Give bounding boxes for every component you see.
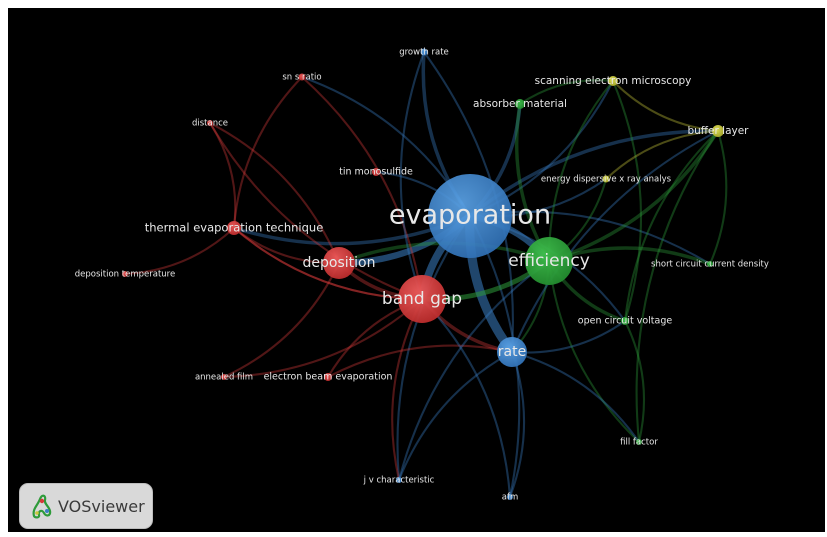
edge-band_gap-annealed_film	[223, 298, 423, 379]
label-short-circuit[interactable]: short circuit current density	[651, 260, 769, 270]
edge-thermal_evaporation_technique-deposition_temperature	[124, 227, 235, 276]
label-growth-rate[interactable]: growth rate	[399, 48, 449, 58]
edge-rate-fill_factor	[511, 350, 640, 443]
label-absorber-material[interactable]: absorber material	[473, 98, 567, 110]
label-layer: evaporation efficiency band gap deposition r…	[75, 48, 769, 503]
node-scanning-electron-microscopy[interactable]	[608, 76, 618, 86]
label-distance[interactable]: distance	[192, 119, 228, 129]
node-tin-monosulfide[interactable]	[372, 168, 380, 176]
edge-efficiency-fill_factor	[547, 260, 640, 443]
node-buffer-layer[interactable]	[712, 125, 724, 137]
node-short-circuit[interactable]	[707, 261, 713, 267]
edge-short_circuit-buffer_layer	[709, 130, 728, 265]
edge-open_circuit-scanning_electron_microscopy	[612, 80, 643, 322]
edge-thermal_evaporation_technique-distance	[209, 122, 237, 229]
label-open-circuit[interactable]: open circuit voltage	[578, 316, 673, 327]
edge-open_circuit-buffer_layer	[623, 130, 719, 322]
network-svg: evaporation efficiency band gap deposition r…	[75, 48, 769, 503]
node-electron-beam[interactable]	[324, 373, 332, 381]
node-layer	[122, 48, 724, 500]
label-rate[interactable]: rate	[498, 344, 526, 360]
node-distance[interactable]	[207, 120, 213, 126]
edge-distance-band_gap	[209, 122, 423, 300]
node-afm[interactable]	[507, 494, 513, 500]
vosviewer-badge[interactable]: VOSviewer	[19, 483, 153, 529]
edge-growth_rate-band_gap	[399, 51, 425, 300]
node-thermal-evaporation-technique[interactable]	[227, 221, 241, 235]
node-rate[interactable]	[497, 337, 527, 367]
node-growth-rate[interactable]	[420, 48, 428, 56]
label-energy-dispersive[interactable]: energy dispersive x ray analys	[541, 175, 672, 185]
label-annealed-film[interactable]: annealed film	[195, 373, 253, 383]
node-annealed-film[interactable]	[221, 374, 227, 380]
node-deposition[interactable]	[323, 247, 355, 279]
edge-electron_beam-rate	[327, 344, 513, 378]
edge-thermal_evaporation_technique-band_gap	[233, 227, 423, 301]
edge-thermal_evaporation_technique-sn_s_ratio	[232, 76, 303, 229]
node-jv-characteristic[interactable]	[396, 477, 402, 483]
node-fill-factor[interactable]	[636, 439, 642, 445]
label-afm[interactable]: afm	[502, 493, 518, 503]
edge-band_gap-thermal_evaporation_technique	[233, 227, 423, 301]
node-energy-dispersive[interactable]	[602, 175, 610, 183]
label-evaporation[interactable]: evaporation	[389, 200, 551, 231]
node-deposition-temperature[interactable]	[122, 271, 128, 277]
edge-energy_dispersive-buffer_layer	[605, 129, 719, 180]
edge-sn_s_ratio-band_gap	[301, 76, 424, 300]
network-map: evaporation efficiency band gap deposition r…	[8, 8, 825, 532]
edge-absorber_material-scanning_electron_microscopy	[519, 79, 614, 105]
node-evaporation[interactable]	[428, 174, 512, 258]
edge-scanning_electron_microscopy-buffer_layer	[612, 80, 719, 133]
node-open-circuit[interactable]	[621, 317, 629, 325]
edge-deposition-distance	[209, 122, 340, 264]
label-band-gap[interactable]: band gap	[382, 289, 462, 309]
label-deposition-temperature[interactable]: deposition temperature	[75, 270, 175, 280]
vosviewer-badge-label: VOSviewer	[58, 496, 145, 516]
label-electron-beam[interactable]: electron beam evaporation	[264, 372, 393, 383]
label-sn-s-ratio[interactable]: sn s ratio	[282, 73, 321, 83]
edge-rate-buffer_layer	[511, 130, 719, 353]
label-fill-factor[interactable]: fill factor	[620, 438, 658, 448]
edge-open_circuit-fill_factor	[624, 320, 646, 443]
edge-fill_factor-buffer_layer	[635, 130, 719, 443]
edge-annealed_film-deposition	[223, 262, 340, 378]
label-thermal-evaporation-technique[interactable]: thermal evaporation technique	[145, 221, 324, 235]
label-scanning-electron-microscopy[interactable]: scanning electron microscopy	[535, 75, 692, 87]
label-tin-monosulfide[interactable]: tin monosulfide	[339, 167, 413, 178]
edge-rate-jv_characteristic	[398, 351, 513, 481]
label-deposition[interactable]: deposition	[303, 255, 376, 271]
label-efficiency[interactable]: efficiency	[508, 251, 590, 271]
edge-afm-band_gap	[421, 298, 512, 498]
edge-jv_characteristic-efficiency	[397, 260, 550, 481]
node-band-gap[interactable]	[398, 275, 446, 323]
vosviewer-logo-icon	[32, 494, 52, 519]
node-efficiency[interactable]	[525, 237, 573, 285]
node-sn-s-ratio[interactable]	[298, 73, 306, 81]
edge-rate-afm	[509, 351, 526, 498]
node-absorber-material[interactable]	[515, 99, 525, 109]
edge-efficiency-buffer_layer	[548, 130, 720, 263]
edge-efficiency-scanning_electron_microscopy	[547, 80, 614, 262]
label-jv-characteristic[interactable]: j v characteristic	[363, 476, 435, 486]
label-buffer-layer[interactable]: buffer layer	[687, 125, 749, 137]
